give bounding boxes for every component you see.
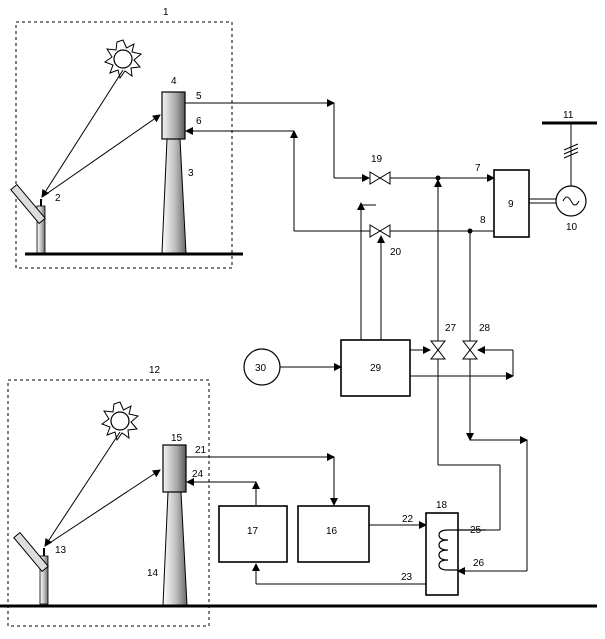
label-12: 12 [149, 365, 161, 376]
label-1: 1 [163, 7, 169, 18]
valve-28[interactable] [461, 340, 479, 360]
unit-17[interactable] [218, 505, 288, 563]
label-9: 9 [508, 199, 514, 210]
controller-29[interactable] [340, 339, 411, 397]
solar-field-1-boundary [15, 21, 233, 269]
label-8: 8 [480, 215, 486, 226]
label-5: 5 [196, 91, 202, 102]
label-26: 26 [473, 558, 485, 569]
label-24: 24 [192, 469, 204, 480]
coil-icon [438, 529, 486, 571]
label-7: 7 [475, 163, 481, 174]
solar-field-12-boundary [7, 379, 210, 627]
unit-16[interactable] [297, 505, 370, 563]
label-28: 28 [479, 323, 491, 334]
label-14: 14 [147, 568, 159, 579]
label-11: 11 [563, 110, 574, 121]
label-2: 2 [55, 193, 61, 204]
label-23: 23 [401, 572, 413, 583]
label-27: 27 [445, 323, 457, 334]
label-30: 30 [255, 363, 267, 374]
label-10: 10 [566, 222, 578, 233]
label-15: 15 [171, 433, 183, 444]
label-19: 19 [371, 154, 383, 165]
label-20: 20 [390, 247, 402, 258]
sun-icon [100, 401, 140, 442]
heat-exchanger-18[interactable] [425, 512, 459, 596]
label-16: 16 [326, 526, 338, 537]
label-6: 6 [196, 116, 202, 127]
label-25: 25 [470, 525, 482, 536]
label-29: 29 [370, 363, 382, 374]
label-22: 22 [402, 514, 414, 525]
generator-icon [555, 185, 587, 217]
valve-19[interactable] [369, 171, 391, 185]
label-4: 4 [171, 76, 177, 87]
tower-receiver-icon [161, 138, 187, 254]
heliostat-icon [13, 531, 49, 605]
sun-icon [103, 39, 143, 80]
heliostat-icon [10, 183, 46, 255]
tower-receiver-icon [162, 491, 188, 606]
valve-20[interactable] [369, 224, 391, 238]
receiver-4 [161, 91, 186, 140]
label-17: 17 [247, 526, 259, 537]
valve-27[interactable] [429, 340, 447, 360]
label-21: 21 [195, 445, 207, 456]
label-13: 13 [55, 545, 67, 556]
receiver-15 [162, 444, 187, 493]
label-18: 18 [436, 500, 448, 511]
label-3: 3 [188, 168, 194, 179]
